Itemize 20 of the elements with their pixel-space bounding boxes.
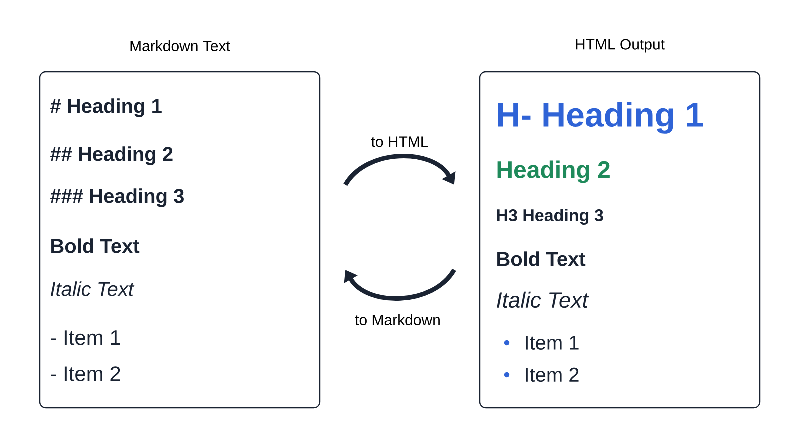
text-line: Item 1: [526, 336, 579, 350]
text-line: - Item 2: [51, 366, 120, 382]
text-line: ### Heading 3: [50, 188, 184, 208]
text-line: # Heading 1: [50, 98, 162, 118]
edge-label: to HTML: [370, 136, 430, 148]
text-line: H3 Heading 3: [497, 209, 604, 225]
text-line: H- Heading 1: [498, 102, 704, 134]
text-line: - Item 1: [51, 330, 120, 346]
curved-arrow: [344, 268, 456, 301]
text-line: Italic Text: [50, 282, 135, 296]
text-line: Italic Text: [497, 292, 590, 308]
panel-title: Markdown Text: [130, 40, 230, 52]
text-line: ## Heading 2: [50, 146, 173, 166]
curved-arrow: [344, 154, 456, 186]
edge-label: to Markdown: [354, 314, 442, 327]
panel-title: HTML Output: [576, 39, 665, 53]
text-line: Bold Text: [498, 252, 586, 266]
text-line: Bold Text: [52, 238, 140, 254]
text-line: Heading 2: [498, 160, 610, 184]
text-line: Item 2: [526, 368, 579, 382]
